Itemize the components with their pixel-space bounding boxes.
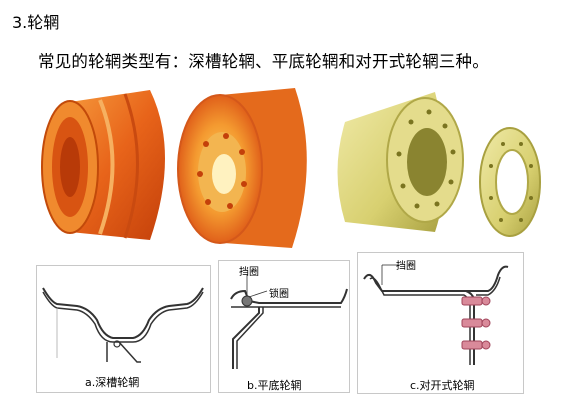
split-retaining-ring-label: 挡圈 xyxy=(396,261,416,272)
deep-groove-caption: a.深槽轮辋 xyxy=(85,376,140,389)
split-rim-cross-section xyxy=(363,264,509,365)
orange-rims-photo xyxy=(41,88,307,248)
flat-base-rim-cross-section xyxy=(230,275,348,369)
flat-lock-ring-label: 锁圈 xyxy=(269,289,289,300)
split-rim-diagram: 挡圈 c.对开式轮辋 xyxy=(357,252,524,394)
split-rim-caption: c.对开式轮辋 xyxy=(410,379,475,392)
section-heading: 3.轮辋 xyxy=(12,13,60,32)
deep-groove-rim-cross-section xyxy=(42,287,204,363)
flat-retaining-ring-label: 挡圈 xyxy=(239,267,259,278)
intro-text: 常见的轮辋类型有：深槽轮辋、平底轮辋和对开式轮辋三种。 xyxy=(38,52,489,71)
flat-base-rim-diagram: 挡圈 锁圈 b.平底轮辋 xyxy=(218,260,350,393)
deep-groove-rim-diagram: a.深槽轮辋 xyxy=(36,265,211,393)
flat-base-caption: b.平底轮辋 xyxy=(247,379,302,392)
yellow-split-rim-photo xyxy=(337,92,541,237)
